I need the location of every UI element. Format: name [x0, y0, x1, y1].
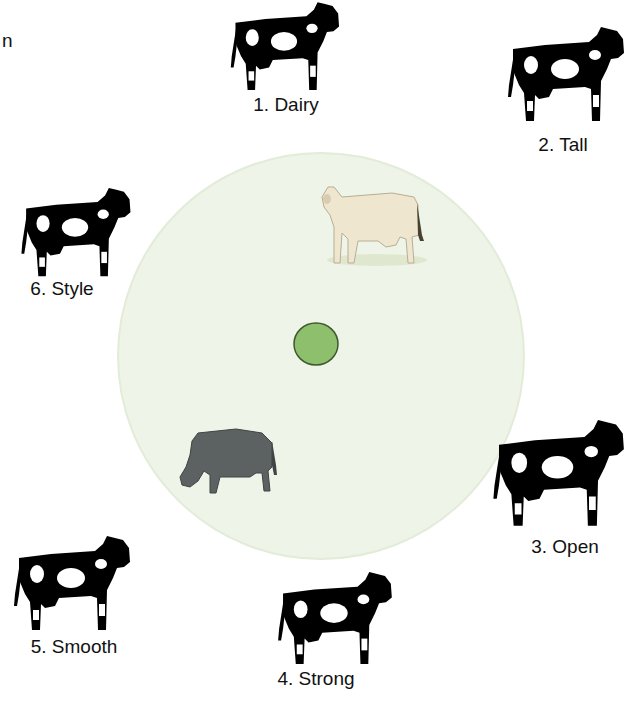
- cow-photo: [322, 187, 427, 266]
- ring-area: [118, 153, 524, 559]
- cow-silhouette: [493, 420, 624, 526]
- cow-silhouette: [278, 572, 392, 664]
- cow-label: 4. Strong: [277, 668, 354, 690]
- cow-label: 5. Smooth: [31, 636, 118, 658]
- margin-text: n: [2, 30, 13, 52]
- cow-label: 2. Tall: [538, 134, 587, 156]
- cow-silhouette: [14, 536, 130, 630]
- cow-label: 1. Dairy: [253, 94, 318, 116]
- cow-silhouette: [508, 27, 624, 121]
- bull-photo: [180, 429, 277, 493]
- center-dot: [294, 323, 338, 365]
- cow-silhouette: [231, 2, 339, 90]
- cow-label: 3. Open: [531, 536, 599, 558]
- cow-label: 6. Style: [30, 278, 93, 300]
- cow-silhouette: [21, 188, 130, 276]
